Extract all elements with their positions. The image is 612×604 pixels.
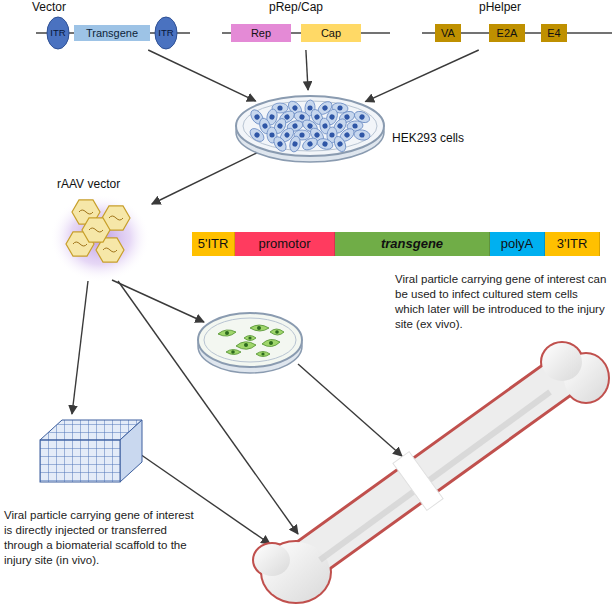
scaffold (40, 420, 142, 482)
va-box: VA (435, 24, 461, 42)
node-label: VA (441, 27, 455, 40)
transgene-segment: transgene (335, 232, 490, 256)
node-heading: HEK293 cells (392, 132, 464, 146)
bone (254, 343, 608, 602)
cap-box: Cap (301, 24, 361, 42)
node-label: ITR (158, 28, 173, 39)
flow-arrow (365, 50, 478, 102)
plasmid-repcap: pRep/CapRepCap (225, 16, 385, 50)
node-label: transgene (381, 237, 443, 252)
node-label: promotor (258, 237, 310, 252)
node-label: E4 (547, 27, 560, 40)
node-label: 5'ITR (198, 237, 229, 252)
e4-box: E4 (541, 24, 567, 42)
stem-cell-dish (198, 313, 302, 373)
promoter-segment: promotor (235, 232, 335, 256)
cell-dish: HEK293 cells (235, 92, 385, 162)
node-label: Cap (321, 27, 341, 40)
node-heading: Vector (32, 1, 66, 15)
node-heading: rAAV vector (57, 178, 120, 192)
in-vivo-note: Viral particle carrying gene of interest… (4, 508, 200, 568)
node-label: Transgene (86, 27, 138, 40)
node-label: E2A (497, 27, 518, 40)
node-label: Rep (251, 27, 271, 40)
itr-oval: ITR (154, 16, 178, 50)
injury-gap (393, 452, 443, 511)
itr-segment: 5'ITR (192, 232, 235, 256)
e2a-box: E2A (489, 24, 525, 42)
plasmid-helper: pHelperVAE2AE4 (425, 16, 607, 50)
polya-segment: polyA (490, 232, 545, 256)
flow-arrow (306, 50, 308, 90)
rep-box: Rep (231, 24, 291, 42)
transgene-box: Transgene (74, 25, 150, 41)
flow-arrow (148, 50, 255, 101)
node-heading: pHelper (479, 1, 521, 15)
ex-vivo-note: Viral particle carrying gene of interest… (395, 272, 607, 332)
node-label: polyA (501, 237, 534, 252)
node-label: 3'ITR (557, 237, 588, 252)
virus-particles (50, 194, 150, 282)
plasmid-vector: VectorITRTransgeneITR (40, 16, 185, 50)
virus-cluster: rAAV vector (55, 178, 150, 278)
node-heading: pRep/Cap (269, 1, 323, 15)
itr-oval: ITR (46, 16, 70, 50)
node-label: ITR (50, 28, 65, 39)
itr-segment: 3'ITR (545, 232, 600, 256)
flow-arrow (152, 152, 258, 204)
dish-outline (235, 92, 385, 162)
